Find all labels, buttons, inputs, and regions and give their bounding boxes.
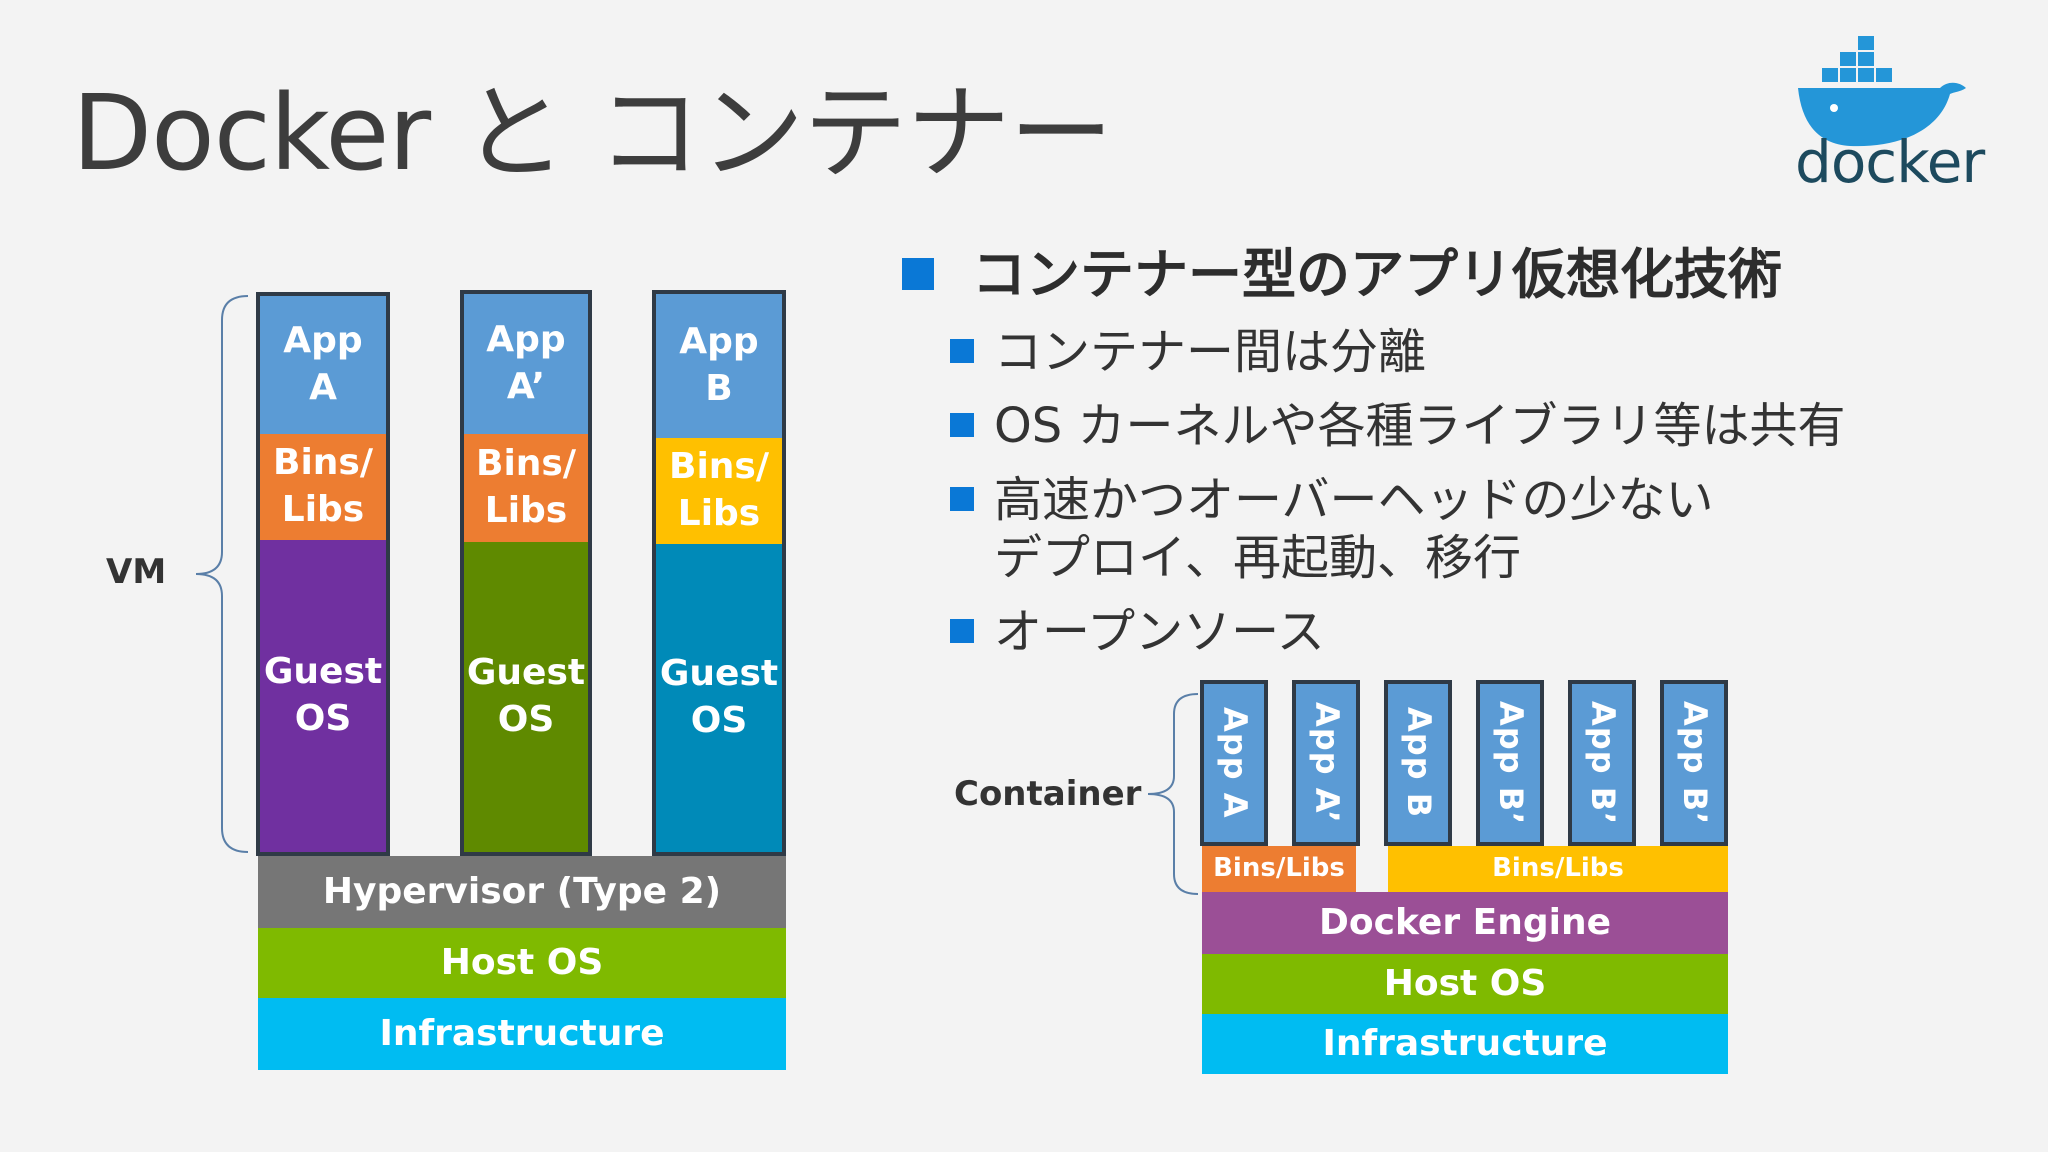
vm-label: VM — [106, 552, 167, 592]
bullet-item: コンテナー間は分離 — [950, 312, 1426, 382]
vm-brace — [195, 295, 249, 853]
container-bins-right: Bins/Libs — [1388, 846, 1728, 892]
container-app: App B’ — [1568, 680, 1636, 846]
bullet-item-text: コンテナー間は分離 — [994, 324, 1427, 380]
container-app: App B’ — [1660, 680, 1728, 846]
vm-infrastructure-layer: Infrastructure — [258, 998, 786, 1070]
vm-host-os-layer: Host OS — [258, 928, 786, 998]
container-app: App A — [1200, 680, 1268, 846]
bullet-main-text: コンテナー型のアプリ仮想化技術 — [972, 243, 1782, 306]
bullet-item: オープンソース — [950, 592, 1325, 662]
container-app: App B — [1384, 680, 1452, 846]
vm-bins-block: Bins/ Libs — [656, 438, 782, 544]
bullet-square-icon — [950, 339, 974, 363]
container-infrastructure-layer: Infrastructure — [1202, 1014, 1728, 1074]
bullet-item: 高速かつオーバーヘッドの少ない — [950, 460, 1714, 530]
vm-column: App A’ Bins/ Libs Guest OS — [460, 290, 592, 856]
bullet-item-text: 高速かつオーバーヘッドの少ない — [994, 472, 1714, 528]
vm-column: App A Bins/ Libs Guest OS — [256, 292, 390, 856]
bullet-square-icon — [902, 258, 934, 291]
vm-guest-os-block: Guest OS — [656, 544, 782, 852]
slide-title: Docker と コンテナー — [72, 72, 1113, 194]
bullet-item-continuation: デプロイ、再起動、移行 — [994, 530, 1522, 586]
docker-whale-icon — [1798, 36, 1966, 147]
bullet-item-text: OS カーネルや各種ライブラリ等は共有 — [994, 398, 1846, 454]
container-brace — [1147, 693, 1199, 895]
bullet-square-icon — [950, 413, 974, 437]
container-app: App B’ — [1476, 680, 1544, 846]
vm-column: App B Bins/ Libs Guest OS — [652, 290, 786, 856]
bullet-square-icon — [950, 619, 974, 643]
vm-bins-block: Bins/ Libs — [464, 434, 588, 542]
vm-bins-block: Bins/ Libs — [260, 434, 386, 540]
vm-guest-os-block: Guest OS — [260, 540, 386, 852]
bullet-item-text: オープンソース — [994, 604, 1325, 660]
docker-engine-layer: Docker Engine — [1202, 892, 1728, 954]
bullet-square-icon — [950, 487, 974, 511]
docker-logo-text: docker — [1795, 128, 1985, 196]
vm-guest-os-block: Guest OS — [464, 542, 588, 852]
container-app: App A’ — [1292, 680, 1360, 846]
container-bins-left: Bins/Libs — [1202, 846, 1356, 892]
bullet-main: コンテナー型のアプリ仮想化技術 — [902, 230, 1782, 309]
vm-app-block: App A’ — [464, 294, 588, 434]
container-host-os-layer: Host OS — [1202, 954, 1728, 1014]
vm-app-block: App A — [260, 296, 386, 434]
vm-app-block: App B — [656, 294, 782, 438]
bullet-item: OS カーネルや各種ライブラリ等は共有 — [950, 386, 1846, 456]
hypervisor-layer: Hypervisor (Type 2) — [258, 856, 786, 928]
container-label: Container — [954, 774, 1142, 814]
